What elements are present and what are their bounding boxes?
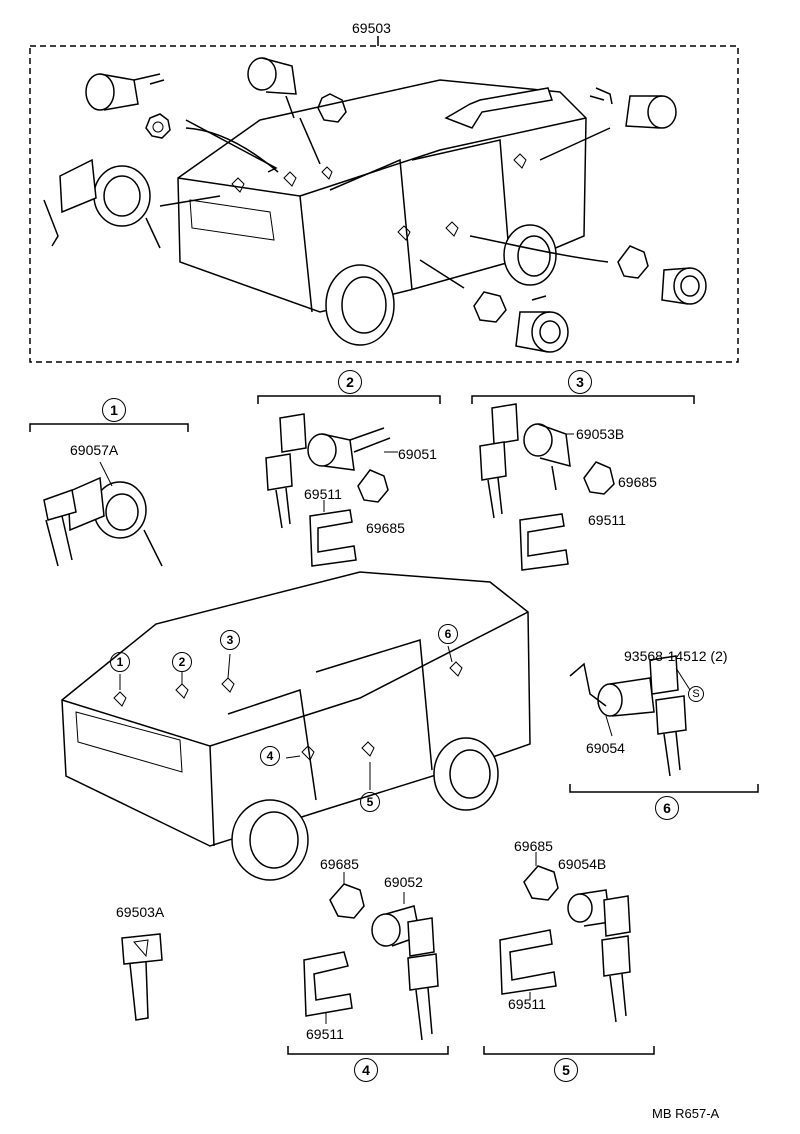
group-4-badge: 4 — [354, 1058, 378, 1082]
assembly-components — [43, 57, 707, 353]
part-label-69511-g5: 69511 — [508, 996, 546, 1012]
group-5-badge: 5 — [554, 1058, 578, 1082]
vehicle-marker-4: 4 — [260, 746, 280, 766]
van-bottom-illustration — [61, 571, 531, 881]
group-6-illustration — [569, 655, 691, 777]
group-3-badge: 3 — [568, 370, 592, 394]
part-label-69685-g4: 69685 — [320, 856, 359, 872]
part-label-69051: 69051 — [398, 446, 437, 462]
part-label-69054b: 69054B — [558, 856, 607, 872]
vehicle-marker-3: 3 — [220, 630, 240, 650]
part-label-69054: 69054 — [586, 740, 625, 756]
group-4-illustration — [303, 872, 439, 1041]
part-label-69685-g5: 69685 — [514, 838, 553, 854]
reference-code: MB R657-A — [652, 1106, 720, 1121]
group-5-illustration — [499, 852, 631, 1023]
part-label-69503a: 69503A — [116, 904, 165, 920]
vehicle-marker-1: 1 — [110, 652, 130, 672]
group-brackets — [29, 395, 759, 1055]
assembly-frame — [29, 36, 739, 363]
part-label-69057a: 69057A — [70, 442, 119, 458]
assembly-part-number: 69503 — [352, 20, 391, 36]
group-6-badge: 6 — [655, 796, 679, 820]
part-label-93568-14512: 93568-14512 (2) — [624, 648, 728, 664]
part-label-69052: 69052 — [384, 874, 423, 890]
screw-symbol: S — [688, 686, 704, 702]
part-label-69053b: 69053B — [576, 426, 625, 442]
part-label-69685-g3: 69685 — [618, 474, 657, 490]
group-3-illustration — [479, 403, 615, 571]
van-top-illustration — [159, 79, 611, 346]
part-label-69511-g2: 69511 — [304, 486, 342, 502]
vehicle-marker-5: 5 — [360, 792, 380, 812]
group-1-illustration — [43, 461, 163, 567]
group-2-illustration — [265, 413, 398, 567]
group-1-badge: 1 — [102, 398, 126, 422]
part-label-69511-g3: 69511 — [588, 512, 626, 528]
vehicle-marker-2: 2 — [172, 652, 192, 672]
key-blank-illustration — [121, 933, 163, 1021]
vehicle-marker-6: 6 — [438, 624, 458, 644]
part-label-69685-g2: 69685 — [366, 520, 405, 536]
group-2-badge: 2 — [338, 370, 362, 394]
part-label-69511-g4: 69511 — [306, 1026, 344, 1042]
